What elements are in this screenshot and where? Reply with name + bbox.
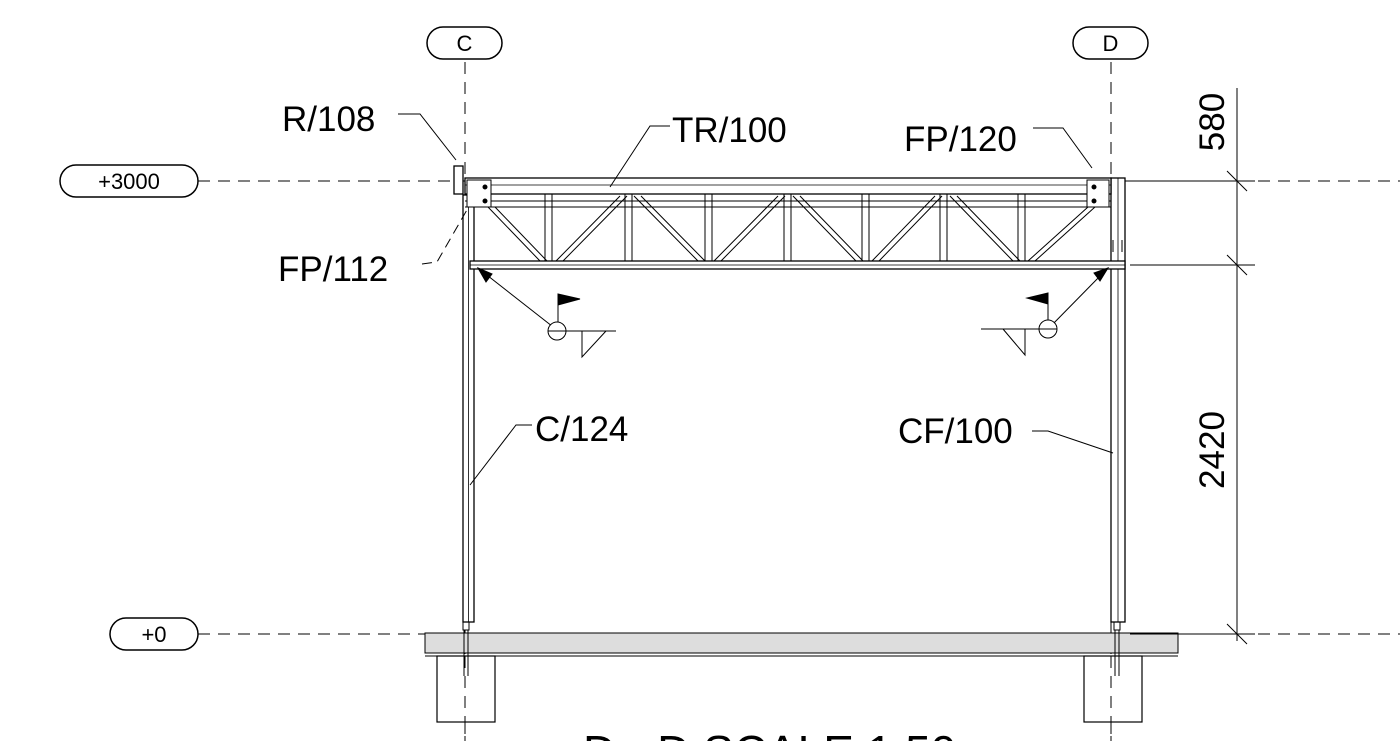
label-rafter: R/108	[282, 100, 375, 139]
weld-symbol-left	[476, 266, 616, 359]
column-left	[462, 194, 475, 623]
pad-footing-right	[1083, 655, 1143, 723]
grid-bubble-c: C	[426, 26, 503, 60]
level-bubble-top: +3000	[59, 164, 199, 198]
label-column-left: C/124	[535, 410, 628, 449]
fin-plate-right-detail	[1086, 179, 1110, 208]
pad-footing-left	[436, 655, 496, 723]
level-top-label: +3000	[98, 169, 160, 194]
label-fin-plate-left: FP/112	[278, 250, 388, 289]
truss-top-chord	[464, 177, 1112, 195]
truss	[464, 177, 1126, 270]
level-ground-label: +0	[141, 622, 166, 647]
leaders	[398, 113, 1114, 486]
level-bubble-ground: +0	[109, 617, 199, 651]
grid-bubble-d-label: D	[1103, 31, 1119, 56]
label-column-right: CF/100	[898, 412, 1013, 451]
dimension-lower: 2420	[1193, 411, 1232, 489]
ground-slab	[424, 632, 1179, 654]
label-truss: TR/100	[672, 111, 787, 150]
foundation	[424, 619, 1179, 741]
weld-symbol-right	[981, 267, 1110, 357]
drawing-title: D - D SCALE 1:50	[583, 726, 956, 741]
column-right	[1110, 177, 1126, 623]
dimension-upper: 580	[1193, 93, 1232, 151]
grid-bubble-d: D	[1072, 26, 1149, 60]
grid-bubble-c-label: C	[457, 31, 473, 56]
fin-plate-left-detail	[466, 179, 492, 208]
label-fin-plate-right: FP/120	[904, 120, 1017, 159]
dimension-lines	[1130, 88, 1255, 645]
rafter-end	[453, 165, 464, 195]
